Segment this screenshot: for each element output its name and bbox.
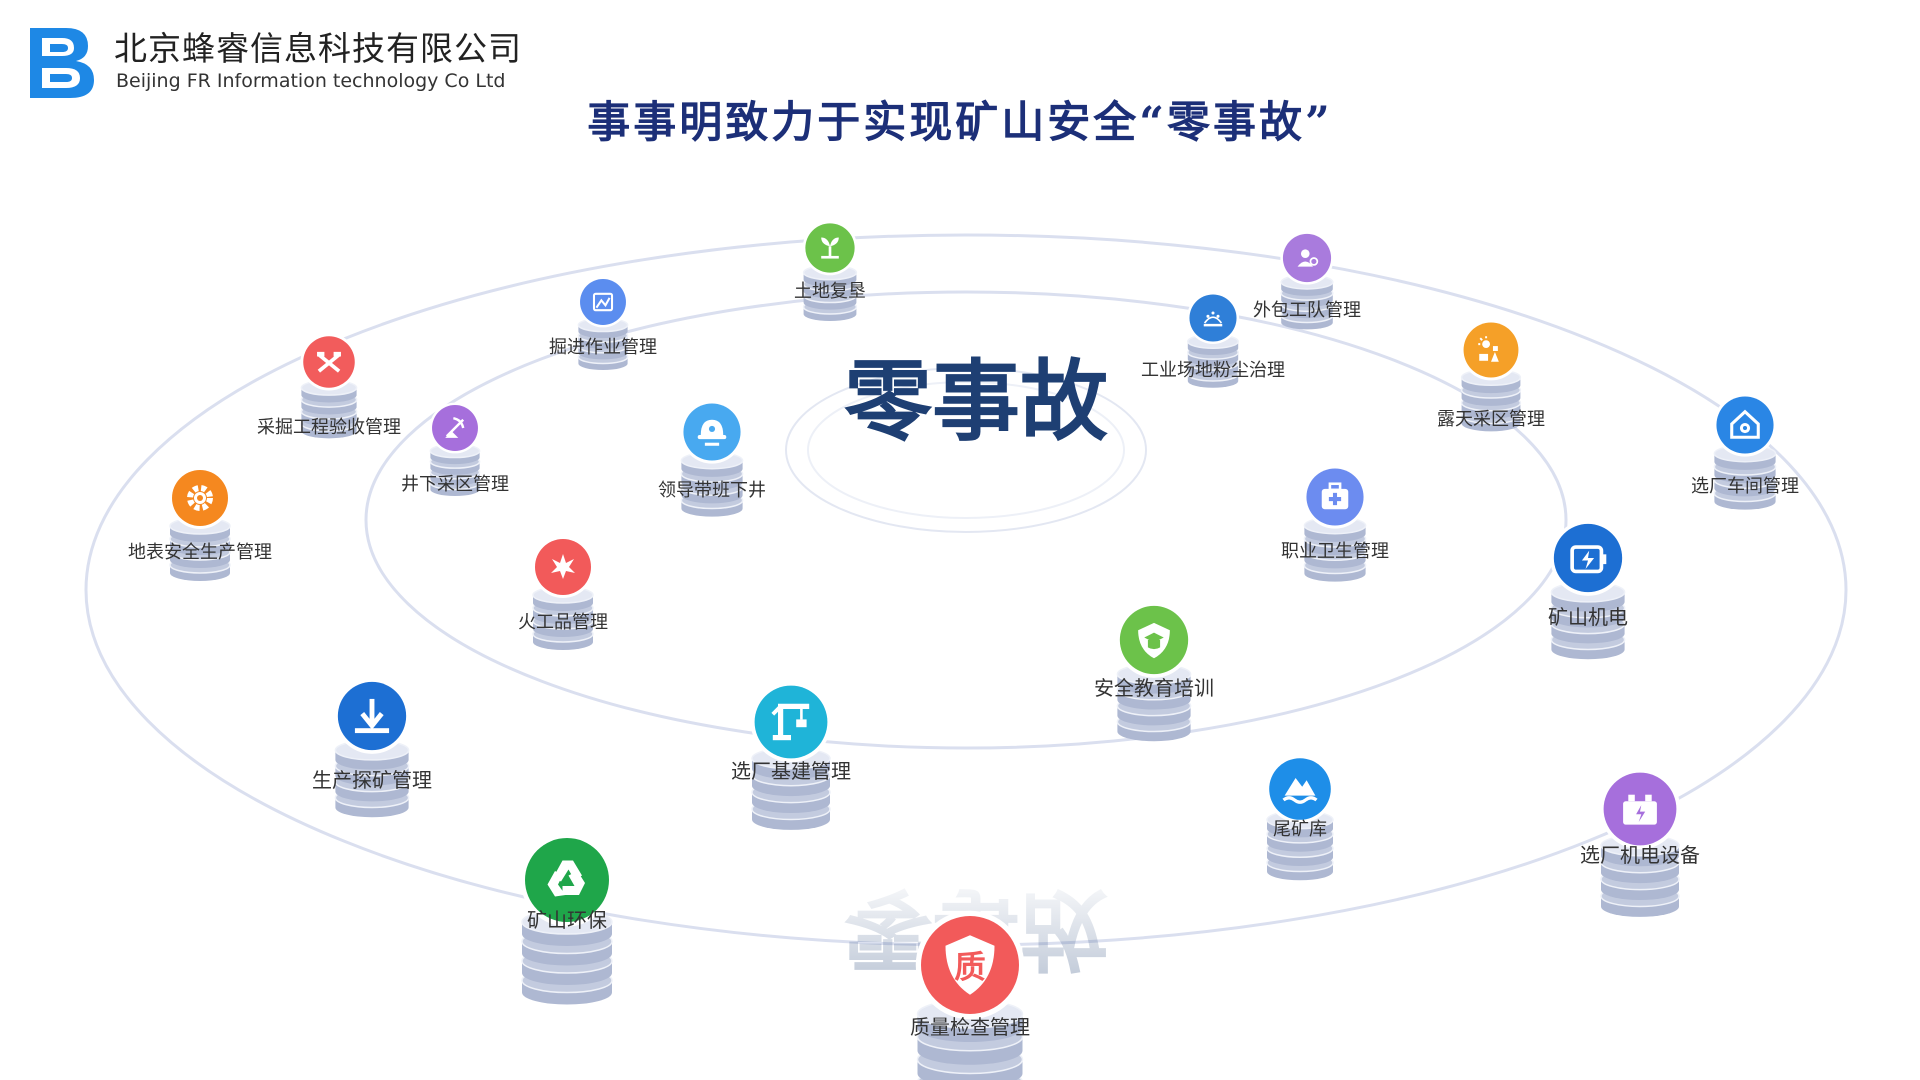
house-gear-icon: [1730, 409, 1760, 439]
company-name-cn: 北京蜂睿信息科技有限公司: [114, 29, 522, 68]
module-node[interactable]: [1116, 602, 1192, 742]
worker-icon: [1297, 249, 1319, 267]
module-label: 井下采区管理: [401, 474, 509, 495]
module-node[interactable]: [334, 678, 410, 818]
module-node[interactable]: [1713, 393, 1777, 510]
module-label: 安全教育培训: [1094, 676, 1214, 700]
drill-icon: [354, 698, 390, 734]
module-node[interactable]: [1303, 465, 1367, 582]
medical-kit-icon: [1321, 482, 1349, 510]
dust-icon: [1203, 311, 1223, 327]
page-title: 事事明致力于实现矿山安全“零事故”: [587, 98, 1333, 148]
sprout-icon: [821, 237, 839, 259]
module-node[interactable]: [520, 833, 614, 1005]
module-node[interactable]: [532, 536, 594, 650]
module-node[interactable]: [169, 467, 231, 581]
module-node[interactable]: [750, 681, 832, 830]
icon-badge: [1463, 322, 1519, 378]
module-label: 采掘工程验收管理: [257, 417, 401, 438]
module-node[interactable]: [429, 402, 481, 497]
center-ring: [785, 367, 1147, 533]
module-label: 露天采区管理: [1437, 409, 1545, 430]
module-label: 矿山机电: [1548, 605, 1628, 629]
module-label: 职业卫生管理: [1281, 541, 1389, 562]
mining-icon: [445, 416, 465, 438]
tools-icon: [317, 351, 341, 373]
module-label: 选厂机电设备: [1580, 843, 1700, 867]
icon-badge: [525, 838, 609, 922]
module-label: 领导带班下井: [658, 480, 766, 501]
module-label: 地表安全生产管理: [128, 542, 272, 563]
company-name-en: Beijing FR Information technology Co Ltd: [116, 70, 506, 92]
module-label: 尾矿库: [1273, 819, 1327, 840]
recycle-icon: [547, 860, 585, 897]
module-node[interactable]: [300, 333, 358, 439]
waves-icon: [1282, 778, 1318, 804]
battery-icon: [1570, 545, 1607, 574]
module-label: 选厂基建管理: [731, 759, 851, 783]
module-label: 掘进作业管理: [549, 337, 657, 358]
gear-icon: [187, 485, 213, 511]
module-label: 外包工队管理: [1253, 300, 1361, 321]
inner-ring: [364, 290, 1568, 750]
module-node[interactable]: 质: [915, 910, 1025, 1080]
module-label: 生产探矿管理: [312, 768, 432, 792]
module-node[interactable]: [1280, 231, 1334, 330]
module-label: 选厂车间管理: [1691, 476, 1799, 497]
icon-badge: [1282, 233, 1332, 283]
quality-shield-icon: 质: [945, 935, 995, 995]
module-node[interactable]: [1460, 319, 1522, 432]
explosion-icon: [551, 554, 575, 579]
module-label: 工业场地粉尘治理: [1141, 360, 1285, 381]
module-node[interactable]: [577, 276, 629, 371]
helmet-icon: [697, 419, 727, 446]
module-label: 质量检查管理: [910, 1015, 1030, 1039]
logo-icon: [30, 28, 94, 98]
module-label: 火工品管理: [518, 612, 608, 633]
icon-badge: [754, 685, 828, 759]
crane-icon: [771, 703, 810, 741]
shield-cap-icon: [1138, 622, 1170, 659]
module-node[interactable]: [1265, 754, 1335, 881]
module-label: 土地复垦: [794, 281, 866, 302]
center-ring-inner: [807, 381, 1125, 519]
machine-icon: [1623, 794, 1657, 825]
module-node[interactable]: [680, 400, 744, 517]
module-node[interactable]: [1186, 291, 1240, 388]
quality-icon-text: 质: [954, 949, 986, 985]
mountain-chart-icon: [592, 292, 614, 312]
module-label: 矿山环保: [527, 908, 607, 932]
center-label: 零事故: [844, 350, 1108, 453]
module-node[interactable]: [1599, 768, 1681, 917]
module-node[interactable]: [1550, 520, 1626, 660]
module-node[interactable]: [802, 220, 858, 322]
